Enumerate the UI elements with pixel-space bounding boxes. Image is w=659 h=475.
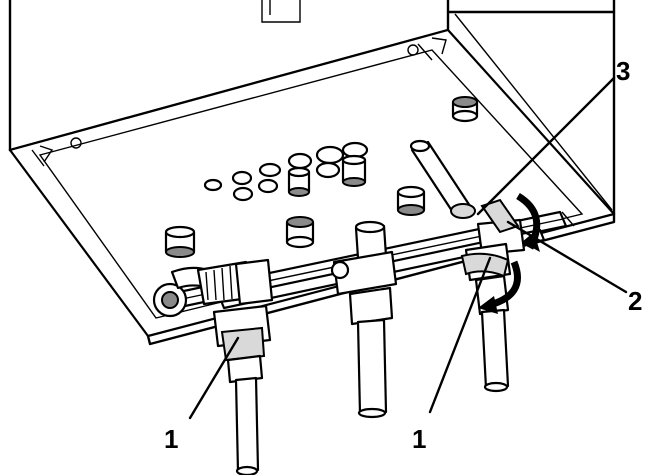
fitting-nut bbox=[396, 185, 426, 216]
callout-1-right: 1 bbox=[412, 424, 426, 454]
fitting-nut bbox=[287, 166, 311, 197]
valve-left bbox=[152, 258, 274, 475]
callout-3: 3 bbox=[616, 56, 630, 86]
gasket-rings bbox=[203, 141, 369, 202]
screw-icon bbox=[70, 137, 82, 149]
plate-fittings bbox=[164, 96, 479, 258]
angled-pipe bbox=[409, 139, 476, 219]
fitting-nut bbox=[164, 225, 196, 258]
fitting-nut bbox=[285, 216, 315, 249]
valve-right bbox=[460, 198, 526, 393]
fitting-nut bbox=[341, 154, 367, 187]
fitting-nut bbox=[451, 96, 479, 123]
bottom-plate bbox=[8, 28, 616, 346]
valve-middle bbox=[330, 220, 398, 419]
leader-lines bbox=[188, 76, 628, 420]
screw-icon bbox=[407, 44, 419, 56]
callout-1-left: 1 bbox=[164, 424, 178, 454]
callout-2: 2 bbox=[628, 286, 642, 316]
